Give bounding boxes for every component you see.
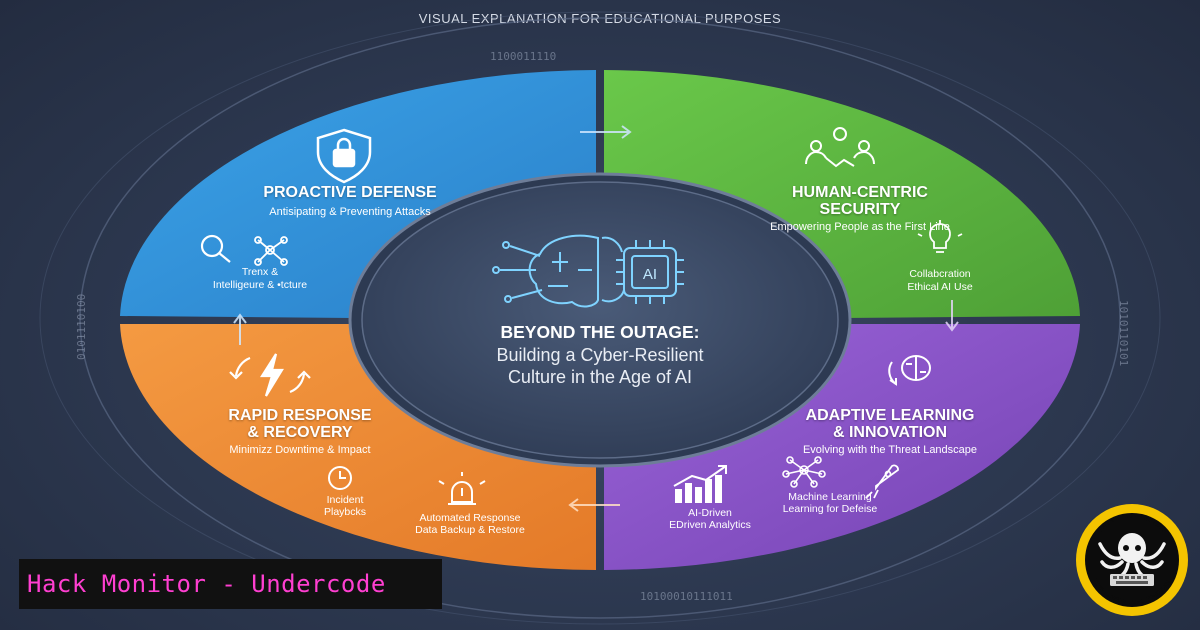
rocket-icon: [865, 464, 899, 499]
human-item-line1: Collabcration: [909, 268, 971, 280]
outer-ring: [79, 17, 1121, 619]
proactive-item-line1: Trenx &: [241, 266, 279, 278]
center-subtitle-line2: Culture in the Age of AI: [507, 367, 693, 387]
ml-network-icon: [782, 456, 826, 488]
brain-cycle-icon: [888, 355, 931, 386]
clock-icon: [328, 466, 352, 490]
flow-arrow-bottom: [568, 498, 620, 512]
lock-shield-icon: [316, 128, 372, 184]
adaptive-subtitle: Evolving with the Threat Landscape: [802, 444, 978, 456]
flow-arrow-top: [580, 125, 632, 139]
adaptive-analytics-line1: AI-Driven: [688, 507, 732, 519]
human-item-line2: Ethical AI Use: [907, 281, 973, 293]
adaptive-title-line1: ADAPTIVE LEARNING: [805, 407, 975, 424]
watermark-banner: Hack Monitor - Undercode: [19, 559, 442, 609]
rapid-incident-line1: Incident: [326, 494, 364, 506]
human-subtitle: Empowering People as the First Line: [770, 221, 950, 233]
magnifier-icon: [200, 234, 231, 263]
adaptive-ml-line2: Learning for Defeise: [782, 503, 878, 515]
outer-ring-2: [39, 11, 1161, 625]
ai-chip-icon: [616, 240, 684, 304]
rapid-auto-line1: Automated Response: [419, 512, 521, 524]
alarm-icon: [438, 472, 486, 505]
undercode-logo: UNDERCODE TESTING KEEP ALWAYS HEAD TOGET…: [1076, 504, 1188, 616]
rapid-auto-line2: Data Backup & Restore: [415, 524, 525, 536]
center-subtitle-line1: Building a Cyber-Resilient: [496, 345, 704, 365]
lightbulb-icon: [917, 220, 963, 253]
adaptive-ml-line1: Machine Learning: [788, 491, 872, 503]
human-title-line2: SECURITY: [819, 201, 901, 218]
bar-chart-icon: [673, 465, 727, 503]
watermark-text: Hack Monitor - Undercode: [27, 570, 386, 598]
brain-circuit-icon: [492, 234, 625, 308]
binary-right: 1010110101: [1117, 300, 1130, 366]
people-handshake-icon: [805, 127, 875, 168]
lightning-cycle-icon: [229, 353, 311, 397]
proactive-title: PROACTIVE DEFENSE: [263, 184, 437, 201]
rapid-incident-line2: Playbcks: [323, 506, 366, 518]
rapid-subtitle: Minimizz Downtime & Impact: [229, 444, 371, 456]
rapid-title-line2: & RECOVERY: [247, 424, 353, 441]
rapid-title-line1: RAPID RESPONSE: [228, 407, 372, 424]
ai-chip-label: AI: [643, 266, 657, 283]
network-icon: [254, 236, 288, 266]
binary-left: 0101110100: [75, 294, 88, 360]
binary-bottom: 10100010111011: [640, 590, 733, 603]
binary-top: 1100011110: [490, 50, 556, 63]
center-title: BEYOND THE OUTAGE:: [500, 322, 700, 342]
proactive-item-line2: Intelligeure & •tcture: [212, 279, 308, 291]
adaptive-title-line2: & INNOVATION: [832, 424, 948, 441]
adaptive-analytics-line2: EDriven Analytics: [669, 519, 751, 531]
flow-arrow-right: [945, 300, 959, 332]
human-title-line1: HUMAN-CENTRIC: [792, 184, 928, 201]
center-disc: [361, 181, 839, 459]
proactive-subtitle: Antisipating & Preventing Attacks: [269, 206, 431, 218]
flow-arrow-left: [233, 313, 247, 345]
